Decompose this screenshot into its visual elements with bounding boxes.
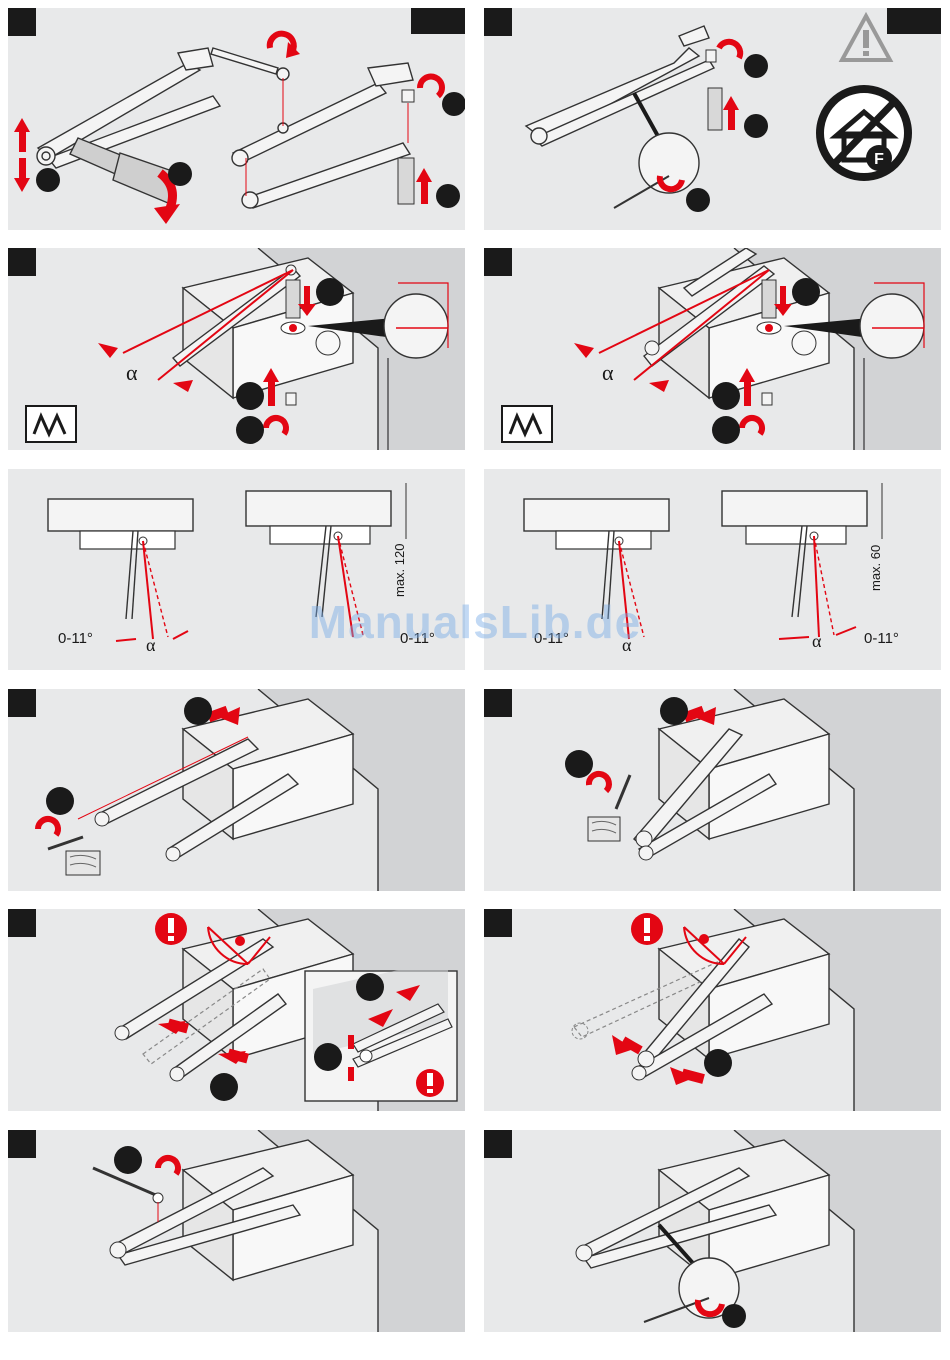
step-circle: [236, 416, 264, 444]
spring-setting-icon: [26, 406, 76, 442]
alpha-label: α: [146, 635, 156, 655]
step-circle: [184, 697, 212, 725]
step-circle: [314, 1043, 342, 1071]
arm-assembly-illustration: [8, 8, 465, 230]
step-panel-1: [8, 8, 465, 230]
step-circle: [442, 92, 465, 116]
arm-final-illustration: [484, 1130, 941, 1332]
closer-body-illustration: α: [484, 248, 941, 450]
step-panel-5: [8, 689, 465, 891]
step-circle: [36, 168, 60, 192]
max-dimension-label: max. 120: [392, 544, 407, 597]
step-panel-8: [484, 909, 941, 1111]
rotate-arrow-icon: [742, 418, 762, 434]
step-circle: [210, 1073, 238, 1101]
rotate-arrow-icon: [589, 774, 609, 791]
spring-setting-icon: [502, 406, 552, 442]
step-panel-3: α: [8, 248, 465, 450]
step-circle: [565, 750, 593, 778]
fire-label: F: [874, 151, 884, 168]
rotate-arrow-icon: [420, 77, 442, 96]
dowel: [708, 88, 722, 130]
detail-magnifier: [860, 294, 924, 358]
wood-screw-icon: [66, 851, 100, 875]
dowel: [398, 158, 414, 204]
angle-range-label: 0-11°: [400, 630, 435, 647]
alpha-label: α: [622, 635, 632, 655]
arm-folded-illustration: F: [484, 8, 941, 230]
detail-magnifier: [639, 133, 699, 193]
step-circle: [792, 278, 820, 306]
step-panel-9: [8, 1130, 465, 1332]
max-dimension-label: max. 60: [868, 545, 883, 591]
step-circle: [722, 1304, 746, 1328]
exclamation-icon: [416, 1069, 444, 1097]
step-panel-4: α: [484, 248, 941, 450]
step-panel-2: F: [484, 8, 941, 230]
step-circle: [704, 1049, 732, 1077]
angle-panel-left: 0-11° α max. 120 0-11°: [8, 469, 465, 670]
step-panel-10: [484, 1130, 941, 1332]
arm-adjust-illustration: [484, 909, 941, 1111]
angle-range-label: 0-11°: [864, 630, 899, 647]
step-circle: [744, 54, 768, 78]
angle-range-label: 0-11°: [534, 630, 569, 647]
rotate-arrow-icon: [158, 1158, 178, 1174]
arm-final-illustration: [8, 1130, 465, 1332]
angle-range-label: 0-11°: [58, 630, 93, 647]
closer-body-illustration: α: [8, 248, 465, 450]
up-down-arrows: [14, 118, 30, 192]
warning-triangle-icon: [842, 16, 890, 60]
step-circle: [744, 114, 768, 138]
detail-magnifier: [384, 294, 448, 358]
step-circle: [168, 162, 192, 186]
rotate-arrow-icon: [719, 42, 740, 58]
step-circle: [114, 1146, 142, 1174]
step-circle: [660, 697, 688, 725]
arm-mount-illustration: [484, 689, 941, 891]
step-circle: [236, 382, 264, 410]
no-fire-door-icon: F: [820, 89, 908, 177]
step-circle: [712, 416, 740, 444]
alpha-label: α: [126, 360, 138, 385]
angle-panel-right: 0-11° α α max. 60 0-11°: [484, 469, 941, 670]
angle-diagram: 0-11° α max. 120 0-11°: [8, 469, 465, 670]
step-panel-6: [484, 689, 941, 891]
exclamation-icon: [631, 913, 663, 945]
step-panel-7: [8, 909, 465, 1111]
angle-diagram: 0-11° α α max. 60 0-11°: [484, 469, 941, 670]
step-circle: [316, 278, 344, 306]
exclamation-icon: [155, 913, 187, 945]
step-circle: [46, 787, 74, 815]
alpha-label: α: [602, 360, 614, 385]
rotate-arrow-icon: [266, 418, 286, 434]
arm-adjust-illustration: [8, 909, 465, 1111]
rotate-arrow-icon: [38, 819, 58, 835]
step-circle: [356, 973, 384, 1001]
step-circle: [686, 188, 710, 212]
arm-mount-illustration: [8, 689, 465, 891]
alpha-label: α: [812, 631, 822, 651]
wood-screw-icon: [588, 817, 620, 841]
step-circle: [436, 184, 460, 208]
step-circle: [712, 382, 740, 410]
